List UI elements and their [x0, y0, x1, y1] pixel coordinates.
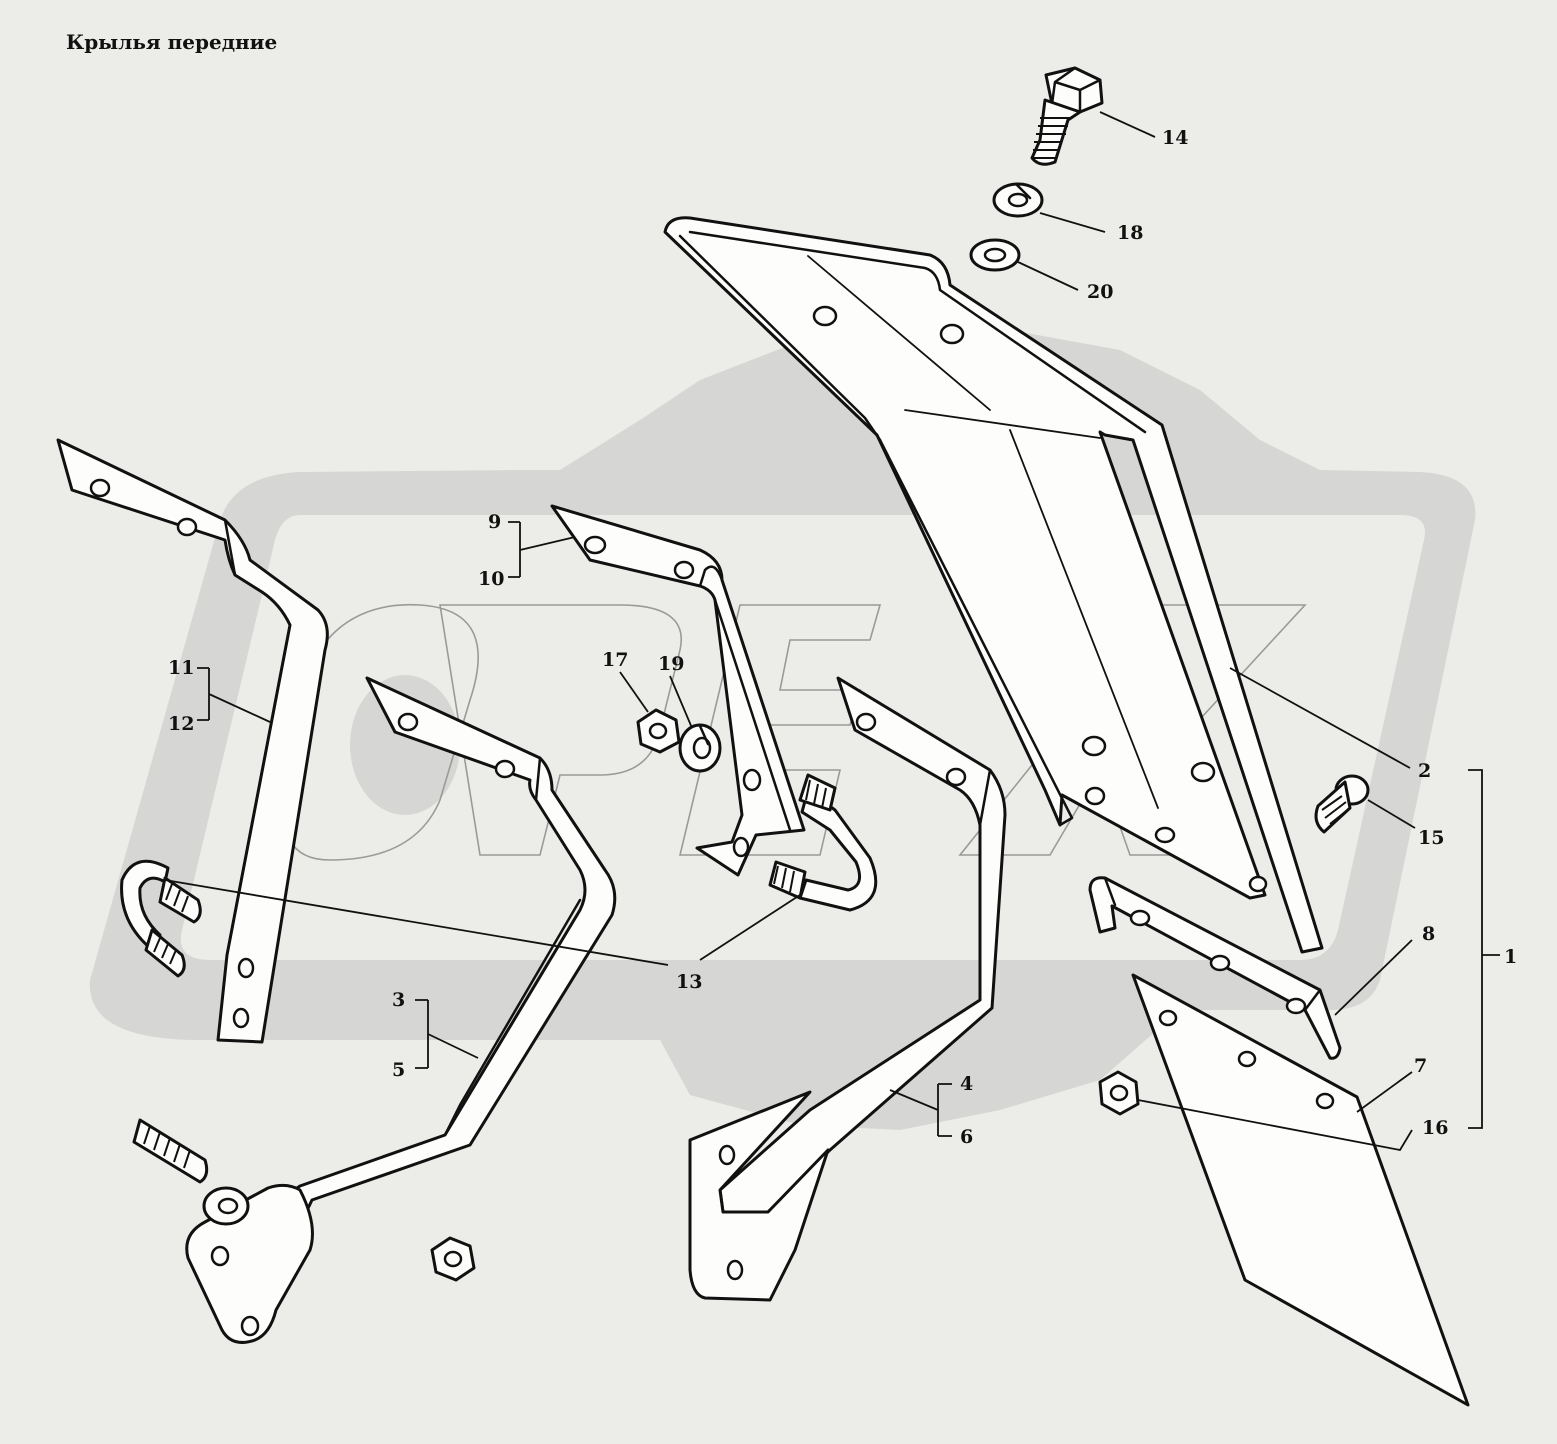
callout-1: 1 [1504, 946, 1517, 968]
callout-14: 14 [1162, 127, 1188, 149]
mudflap-7 [1131, 973, 1470, 1407]
callout-19: 19 [658, 653, 684, 675]
callout-6: 6 [960, 1126, 973, 1148]
callout-4: 4 [960, 1073, 973, 1095]
bracket-3-5 [185, 676, 617, 1344]
bracket-4-6 [688, 676, 1007, 1302]
bracket-9-10 [550, 504, 806, 877]
callout-11: 11 [168, 657, 194, 679]
bracket-11-12 [56, 438, 329, 1044]
callout-12: 12 [168, 713, 194, 735]
washer-bottom-left [202, 1186, 250, 1226]
bolt-14 [1030, 66, 1104, 166]
flat-washer-20 [969, 238, 1021, 272]
bolt-bottom-left [132, 1118, 209, 1184]
u-bolt-13-left [120, 859, 202, 978]
callout-16: 16 [1422, 1117, 1448, 1139]
strip-8 [1088, 876, 1342, 1060]
nut-16 [1098, 1070, 1140, 1116]
callout-labels: 14 18 20 2 15 8 1 7 16 9 10 17 19 11 12 … [168, 127, 1517, 1148]
screw-15 [1314, 774, 1370, 834]
callout-7: 7 [1414, 1055, 1427, 1077]
callout-3: 3 [392, 989, 405, 1011]
mudguard-plate-2 [663, 216, 1324, 954]
callout-18: 18 [1117, 222, 1143, 244]
callout-5: 5 [392, 1059, 405, 1081]
callout-17: 17 [602, 649, 628, 671]
u-bolt-13-right [768, 773, 878, 912]
spring-washer-19 [678, 723, 722, 773]
page-title: Крылья передние [66, 30, 278, 54]
nut-17 [636, 708, 681, 754]
callout-20: 20 [1087, 281, 1113, 303]
leader-lines [164, 111, 1500, 1152]
callout-8: 8 [1422, 923, 1435, 945]
callout-10: 10 [478, 568, 504, 590]
spring-washer-18 [992, 182, 1044, 218]
callout-2: 2 [1418, 760, 1431, 782]
callout-15: 15 [1418, 827, 1444, 849]
callout-9: 9 [488, 511, 501, 533]
nut-bottom [430, 1236, 476, 1282]
callout-13: 13 [676, 971, 702, 993]
